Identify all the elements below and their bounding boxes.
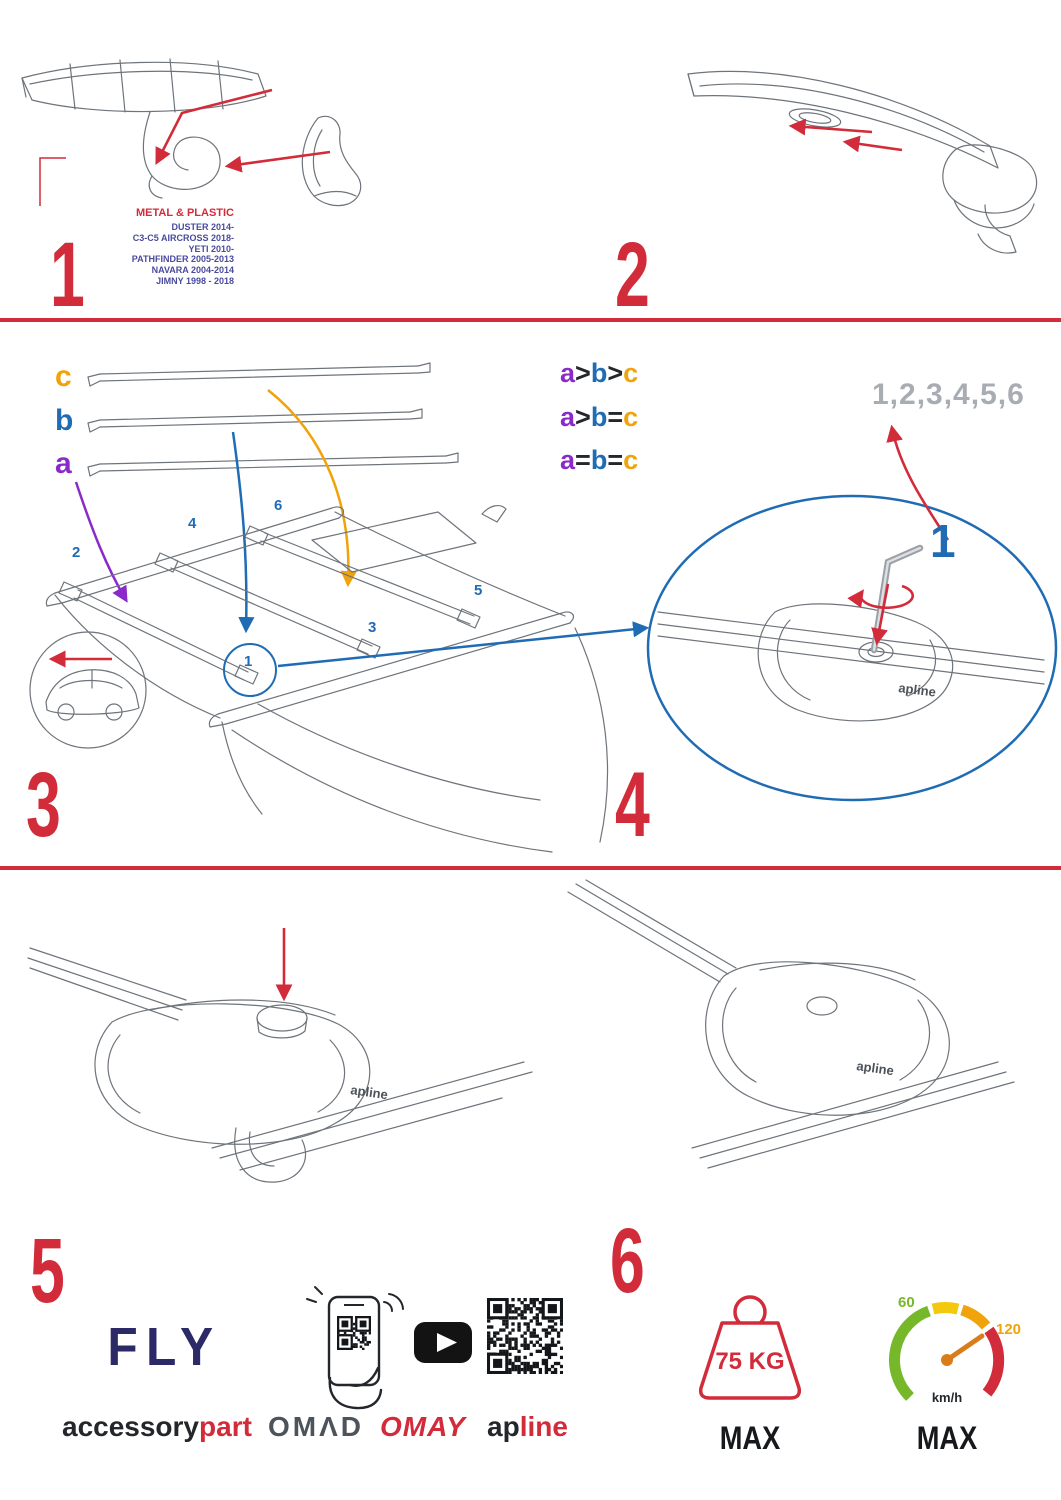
step6-foot-drawing: apline bbox=[567, 879, 1015, 1169]
legend-token: b bbox=[590, 445, 608, 475]
arrow-c-to-rear bbox=[267, 389, 357, 588]
fly-logo: FLY bbox=[107, 1317, 222, 1377]
step1-bar-drawing bbox=[21, 58, 362, 207]
arrow-a-to-front bbox=[74, 481, 128, 603]
max-weight-label: MAX bbox=[719, 1420, 781, 1456]
sequence-first-number: 1 bbox=[930, 515, 956, 567]
legend-token: > bbox=[575, 358, 591, 388]
omay-logo: OMAY bbox=[380, 1411, 466, 1442]
step-number-2: 2 bbox=[615, 224, 650, 326]
omad-logo: OMΛD bbox=[268, 1411, 364, 1442]
step1-arrow-pad bbox=[224, 150, 331, 173]
youtube-icon bbox=[414, 1322, 472, 1363]
step5-foot-drawing: apline bbox=[27, 928, 533, 1183]
speedometer-icon bbox=[889, 1302, 1005, 1401]
bar-label-c: c bbox=[55, 360, 72, 393]
weight-icon bbox=[698, 1295, 802, 1400]
legend-token: c bbox=[623, 402, 639, 432]
divider-bottom bbox=[0, 866, 1061, 870]
legend-token: = bbox=[607, 445, 624, 475]
step2-arrow-slot bbox=[842, 135, 903, 153]
position-number-4: 4 bbox=[188, 515, 197, 532]
model-line: DUSTER 2014- bbox=[171, 222, 234, 232]
max-speed-label: MAX bbox=[916, 1420, 978, 1456]
model-line: NAVARA 2004-2014 bbox=[151, 265, 234, 276]
speed-unit-label: km/h bbox=[931, 1390, 963, 1405]
step-number-6: 6 bbox=[610, 1210, 645, 1312]
foot1-highlight-circle bbox=[223, 643, 277, 697]
phone-qr-icon bbox=[306, 1286, 404, 1410]
legend-token: c bbox=[623, 445, 639, 475]
divider-top bbox=[0, 318, 1061, 322]
step3-roof-drawing bbox=[45, 504, 650, 853]
length-legend-row-1: a>b>c bbox=[560, 360, 638, 387]
step2-bar-drawing bbox=[687, 70, 1038, 254]
foot-brand-text: apline bbox=[898, 680, 937, 699]
tightening-sequence: 1,2,3,4,5,6 bbox=[872, 378, 1025, 411]
apline-logo: apline bbox=[487, 1411, 568, 1443]
bar-label-a: a bbox=[55, 447, 72, 480]
step3-bars-drawing bbox=[74, 362, 459, 634]
bar-label-b: b bbox=[55, 404, 74, 437]
step-number-5: 5 bbox=[30, 1220, 65, 1322]
accessorypart-logo-left: accessory bbox=[62, 1411, 200, 1442]
position-number-2: 2 bbox=[72, 544, 81, 561]
zoom-link-arrow bbox=[277, 621, 650, 668]
legend-token: a bbox=[560, 358, 576, 388]
model-line: PATHFINDER 2005-2013 bbox=[131, 254, 234, 265]
material-label: METAL & PLASTIC bbox=[136, 207, 234, 219]
legend-token: c bbox=[623, 358, 639, 388]
position-number-5: 5 bbox=[474, 582, 483, 599]
legend-token: = bbox=[607, 402, 624, 432]
step-number-3: 3 bbox=[26, 754, 61, 856]
vehicle-model-list: DUSTER 2014- C3-C5 AIRCROSS 2018- YETI 2… bbox=[104, 222, 234, 287]
length-legend-row-3: a=b=c bbox=[560, 447, 638, 474]
foot-brand-text: apline bbox=[350, 1082, 389, 1102]
step4-zoom-drawing: apline bbox=[646, 424, 1058, 802]
speed-low-value: 60 bbox=[898, 1294, 915, 1311]
step2-arrow-bar bbox=[788, 118, 873, 136]
step3-car-direction-drawing bbox=[29, 631, 147, 749]
position-number-6: 6 bbox=[274, 497, 283, 514]
step1-arrow-bar bbox=[155, 88, 273, 166]
sequence-arrow bbox=[886, 424, 950, 541]
position-number-3: 3 bbox=[368, 619, 377, 636]
zoom-ellipse bbox=[646, 494, 1058, 802]
key-down-arrow bbox=[871, 583, 890, 646]
length-legend-row-2: a>b=c bbox=[560, 404, 638, 431]
arrow-b-to-middle bbox=[231, 431, 255, 634]
position-number-1: 1 bbox=[244, 653, 253, 670]
legend-token: a bbox=[560, 445, 576, 475]
model-line: JIMNY 1998 - 2018 bbox=[156, 275, 234, 286]
legend-token: > bbox=[575, 402, 591, 432]
legend-token: = bbox=[575, 445, 591, 475]
max-weight-value: 75 KG bbox=[715, 1348, 785, 1375]
step1-leader-line bbox=[39, 157, 66, 206]
qr-code-canvas bbox=[487, 1298, 563, 1374]
step-number-4: 4 bbox=[615, 754, 650, 856]
apline-logo-right: line bbox=[519, 1411, 568, 1442]
model-line: YETI 2010- bbox=[188, 243, 234, 254]
legend-token: a bbox=[560, 402, 576, 432]
legend-token: b bbox=[590, 402, 608, 432]
legend-token: > bbox=[607, 358, 624, 388]
legend-token: b bbox=[590, 358, 608, 388]
step-number-1: 1 bbox=[50, 224, 85, 326]
accessorypart-logo: accessorypart bbox=[62, 1411, 252, 1443]
apline-logo-left: ap bbox=[487, 1411, 520, 1442]
speed-high-value: 120 bbox=[996, 1321, 1022, 1338]
rotate-key-arrow bbox=[847, 584, 915, 609]
foot-brand-text: apline bbox=[856, 1058, 895, 1078]
accessorypart-logo-right: part bbox=[199, 1411, 252, 1442]
phone-qr-canvas bbox=[337, 1316, 371, 1350]
model-line: C3-C5 AIRCROSS 2018- bbox=[132, 232, 234, 243]
